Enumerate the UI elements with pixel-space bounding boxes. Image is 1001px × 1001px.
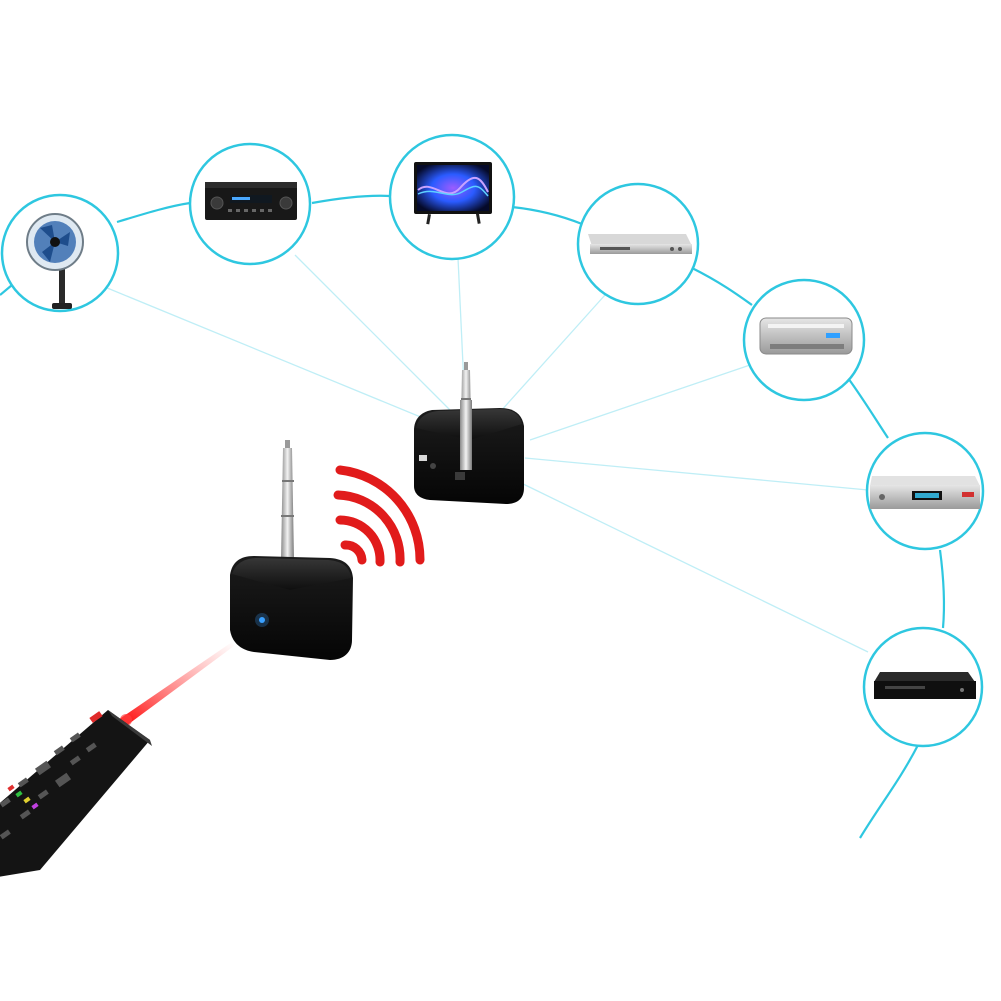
device-dvd-player bbox=[576, 182, 700, 306]
ir-receiver-hub bbox=[230, 440, 353, 660]
ir-laser-beam bbox=[118, 642, 234, 726]
remote-control-icon bbox=[0, 710, 152, 877]
remote-buttons bbox=[0, 732, 97, 840]
television-icon bbox=[414, 162, 492, 225]
standing-fan-icon bbox=[26, 213, 84, 309]
wireless-signal-icon bbox=[333, 465, 425, 567]
device-set-top-box bbox=[865, 431, 985, 551]
device-ring-arc bbox=[0, 194, 946, 839]
dvd-player-icon bbox=[588, 234, 692, 254]
ir-transmitter-hub bbox=[414, 362, 524, 504]
device-tv bbox=[388, 133, 516, 261]
air-conditioner-icon bbox=[759, 317, 853, 355]
blu-ray-player-icon bbox=[874, 672, 976, 699]
remote-color-keys bbox=[7, 784, 39, 810]
device-av-receiver bbox=[188, 142, 312, 266]
av-receiver-icon bbox=[205, 182, 297, 220]
ir-receiver-antenna-icon bbox=[281, 440, 294, 560]
device-fan bbox=[0, 193, 120, 313]
device-air-conditioner bbox=[742, 278, 866, 402]
device-blu-ray-player bbox=[862, 626, 984, 748]
set-top-box-icon bbox=[870, 476, 980, 509]
